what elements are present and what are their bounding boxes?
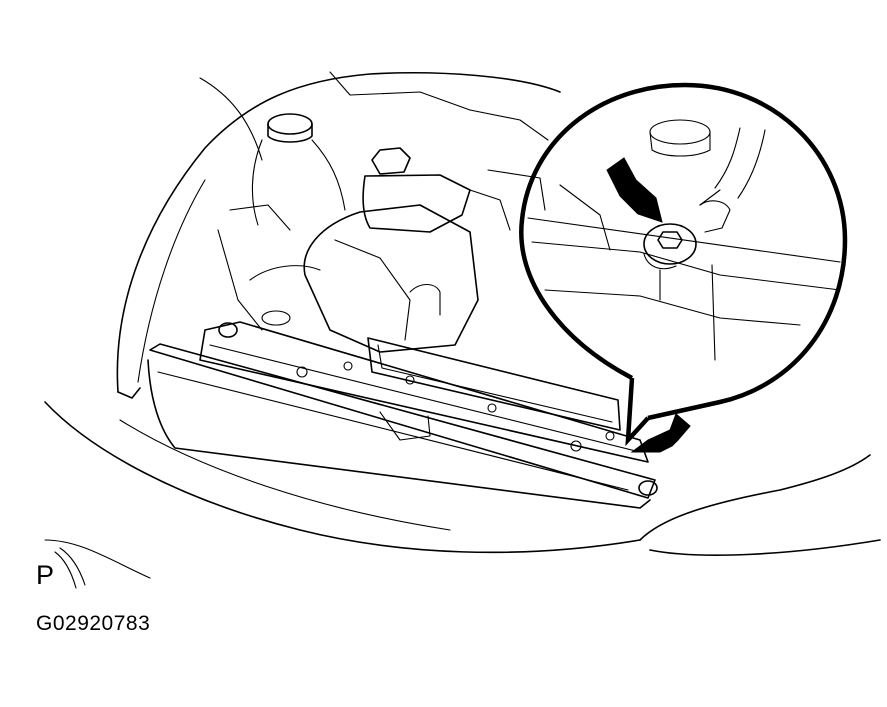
arrow-icon	[606, 157, 663, 223]
arrow-icon	[630, 413, 691, 453]
pointer-arrows	[606, 157, 691, 453]
body-outline	[44, 71, 881, 589]
view-label: P	[36, 560, 55, 590]
engine-components	[217, 113, 611, 353]
detail-callout	[519, 82, 848, 447]
figure-code: G02920783	[36, 612, 151, 635]
